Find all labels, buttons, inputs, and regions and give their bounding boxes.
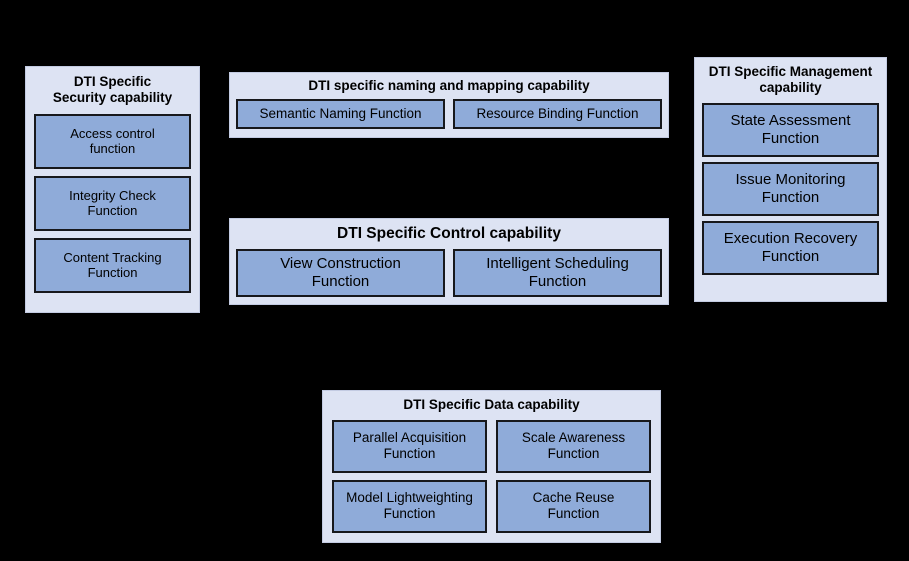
function-box-content-tracking[interactable]: Content Tracking Function [34,237,191,293]
panel-naming-and-mapping-capability: DTI specific naming and mapping capabili… [229,72,669,138]
panel-title-data: DTI Specific Data capability [403,397,580,412]
panel-data-capability: DTI Specific Data capability Parallel Ac… [322,390,661,543]
panel-title-security: DTI Specific Security capability [52,74,173,105]
function-box-view-construction[interactable]: View Construction Function [236,249,445,298]
function-box-resource-binding[interactable]: Resource Binding Function [453,98,662,129]
panel-title-control: DTI Specific Control capability [337,225,561,242]
panel-body-control: View Construction Function Intelligent S… [236,249,662,298]
function-box-intelligent-scheduling[interactable]: Intelligent Scheduling Function [453,249,662,298]
function-box-issue-monitoring[interactable]: Issue Monitoring Function [702,161,879,216]
function-box-cache-reuse[interactable]: Cache Reuse Function [496,479,651,533]
panel-body-naming-and-mapping: Semantic Naming Function Resource Bindin… [236,98,662,129]
function-row: View Construction Function Intelligent S… [236,249,662,298]
panel-body-management: State Assessment Function Issue Monitori… [702,102,879,275]
panel-control-capability: DTI Specific Control capability View Con… [229,218,669,305]
function-box-access-control[interactable]: Access control function [34,113,191,169]
function-row: Model Lightweighting Function Cache Reus… [332,479,651,533]
function-row: Semantic Naming Function Resource Bindin… [236,98,662,129]
panel-title-management: DTI Specific Management capability [708,64,873,95]
panel-body-security: Access control function Integrity Check … [34,113,191,293]
panel-title-naming-and-mapping: DTI specific naming and mapping capabili… [308,78,590,93]
function-box-integrity-check[interactable]: Integrity Check Function [34,175,191,231]
function-box-execution-recovery[interactable]: Execution Recovery Function [702,220,879,275]
function-box-state-assessment[interactable]: State Assessment Function [702,102,879,157]
panel-body-data: Parallel Acquisition Function Scale Awar… [332,419,651,533]
function-row: Parallel Acquisition Function Scale Awar… [332,419,651,473]
function-box-model-lightweighting[interactable]: Model Lightweighting Function [332,479,487,533]
function-box-parallel-acquisition[interactable]: Parallel Acquisition Function [332,419,487,473]
function-box-semantic-naming[interactable]: Semantic Naming Function [236,98,445,129]
function-box-scale-awareness[interactable]: Scale Awareness Function [496,419,651,473]
panel-management-capability: DTI Specific Management capability State… [694,57,887,302]
panel-security-capability: DTI Specific Security capability Access … [25,66,200,313]
